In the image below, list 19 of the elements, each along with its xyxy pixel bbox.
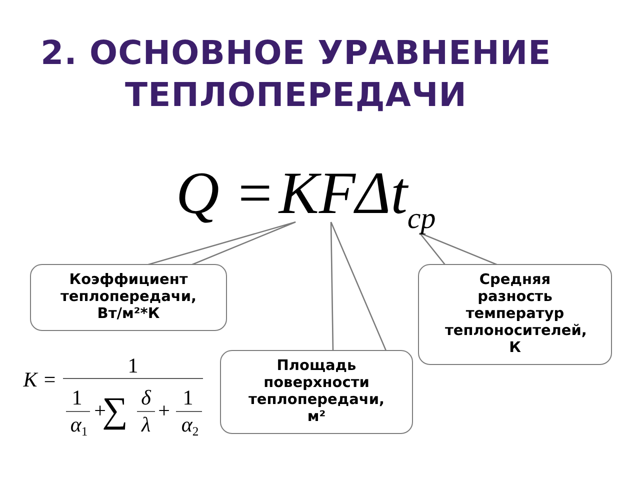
formula-term: K <box>278 163 319 223</box>
formula-text: + <box>158 400 170 422</box>
callout-pointer <box>147 221 296 266</box>
formula-text: 1 <box>72 388 82 408</box>
callout-pointer <box>419 232 498 266</box>
formula-text: 1 <box>128 356 138 376</box>
formula-text: 1 <box>182 388 194 408</box>
formula-text: δ <box>141 388 151 408</box>
callout-box: Средняя разность температур теплоносителей, К <box>418 264 612 365</box>
formula-text: Q = <box>176 163 275 223</box>
slide-title: 2. ОСНОВНОЕ УРАВНЕНИЕ ТЕПЛОПЕРЕДАЧИ <box>40 32 552 116</box>
formula-term: Δt$_{ср}$ <box>356 163 436 234</box>
formula-text: α$_{2}$ <box>181 414 199 436</box>
formula-text: α$_{1}$ <box>70 414 88 436</box>
callout-box: Площадь поверхности теплопередачи, м² <box>220 350 413 434</box>
formula-text: K = <box>23 370 57 390</box>
callout-pointer <box>330 221 387 352</box>
formula-text: λ <box>141 414 151 436</box>
callout-box: Коэффициент теплопередачи, Вт/м²*К <box>30 264 227 331</box>
